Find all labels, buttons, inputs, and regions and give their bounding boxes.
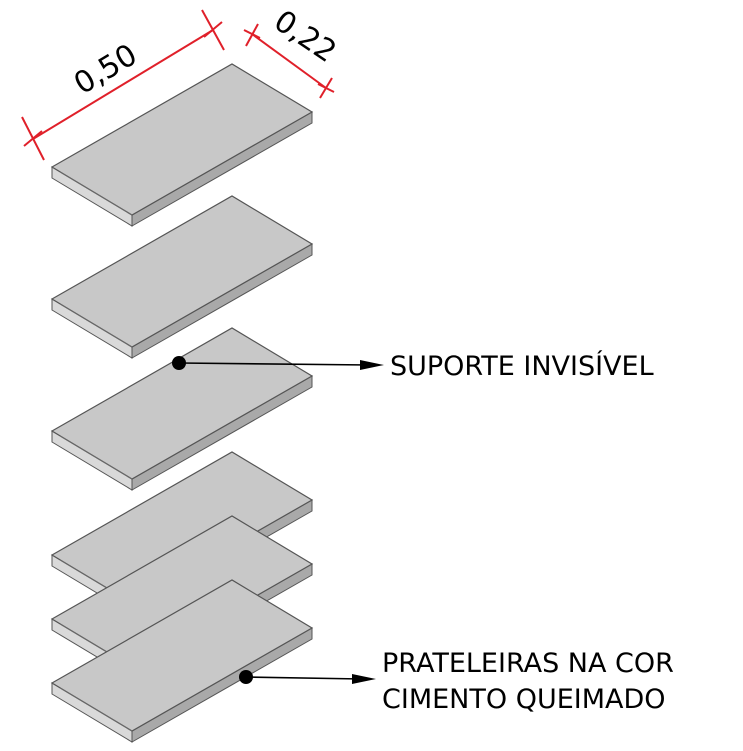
dimension-length-label: 0,50 [68, 37, 143, 101]
callout-invisible-support: SUPORTE INVISÍVEL [172, 350, 654, 382]
shelf-3 [50, 327, 314, 491]
arrow-head-icon [360, 360, 384, 370]
callout-shelf-finish-line1: PRATELEIRAS NA COR [382, 648, 674, 679]
shelf-2 [50, 195, 314, 359]
shelf-1 [50, 63, 314, 227]
dimension-width-label: 0,22 [268, 4, 343, 70]
callout-shelf-finish-line2: CIMENTO QUEIMADO [382, 684, 666, 715]
shelf-6 [50, 579, 314, 743]
arrow-head-icon [352, 674, 376, 684]
callout-invisible-support-label: SUPORTE INVISÍVEL [390, 350, 654, 382]
callout-shelf-finish: PRATELEIRAS NA COR CIMENTO QUEIMADO [239, 648, 674, 715]
